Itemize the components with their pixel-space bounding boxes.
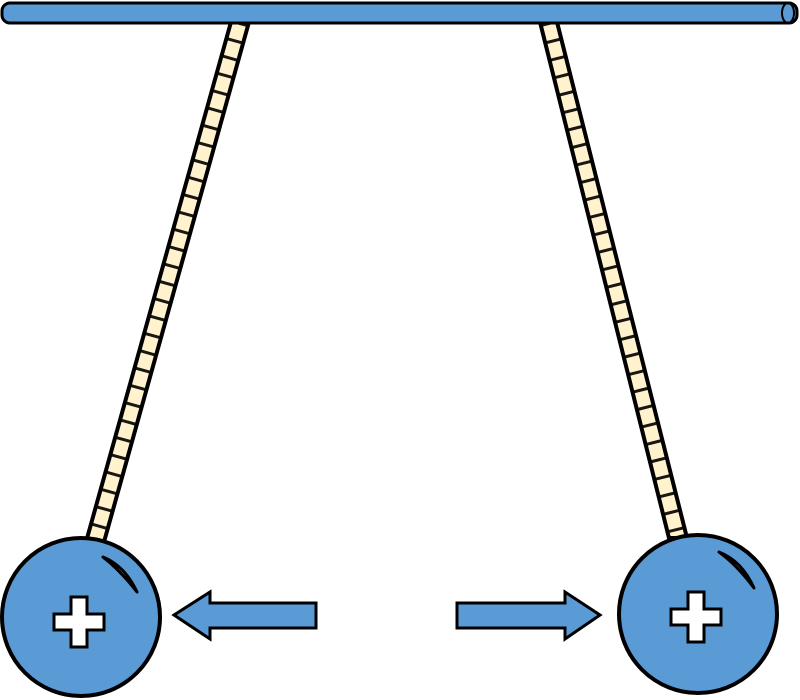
right-string xyxy=(538,20,689,540)
support-rod xyxy=(0,1,799,25)
arrow-right-icon xyxy=(455,589,603,642)
rod-end xyxy=(781,2,795,24)
right-charged-ball xyxy=(617,533,779,695)
left-charged-ball xyxy=(0,536,162,698)
arrow-left-icon xyxy=(171,589,318,642)
left-string xyxy=(84,19,251,545)
